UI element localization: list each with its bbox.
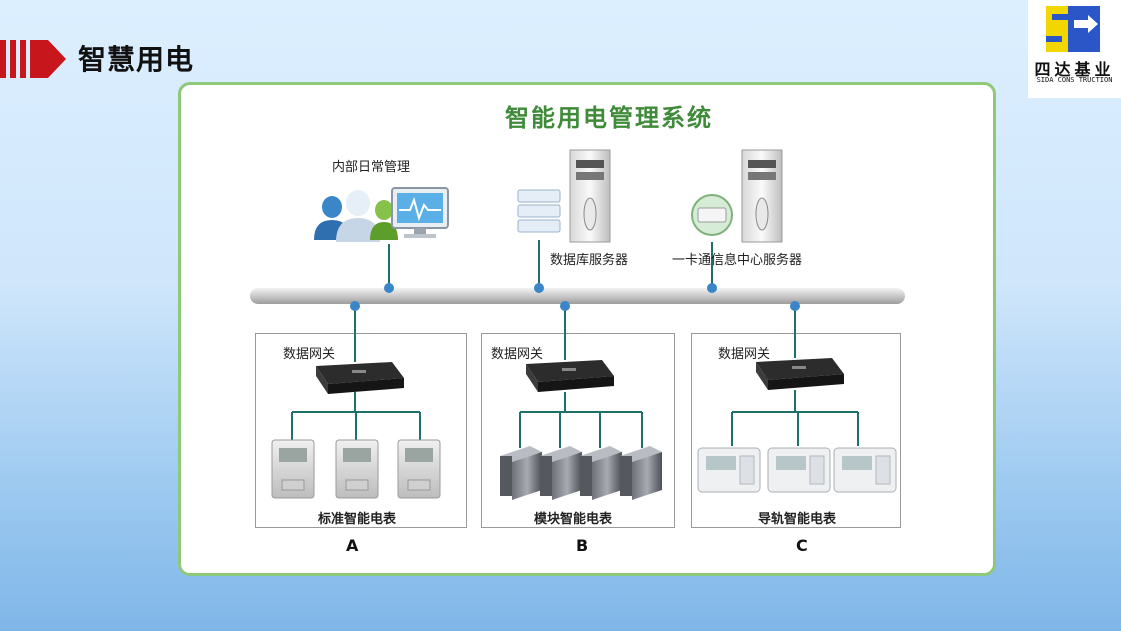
node-label-internal-management: 内部日常管理	[332, 160, 411, 175]
group-box-c	[691, 333, 901, 528]
page-title: 智慧用电	[78, 43, 195, 76]
company-logo: 四达基业 SIDA CONS TRUCTION	[1028, 0, 1121, 98]
network-bus	[250, 288, 905, 304]
group-letter-b: B	[576, 536, 589, 555]
gateway-label-c: 数据网关	[718, 347, 771, 362]
gateway-c-icon	[756, 358, 844, 390]
node-label-database-server: 数据库服务器	[550, 253, 629, 268]
card-server-icon	[691, 149, 783, 243]
logo-mark-icon	[1046, 6, 1100, 52]
group-letter-c: C	[796, 536, 808, 555]
database-server-icon	[517, 149, 611, 243]
header-accent-icon	[0, 40, 66, 78]
module-meter-icon	[500, 446, 662, 500]
gateway-label-a: 数据网关	[283, 347, 336, 362]
gateway-b-icon	[526, 360, 614, 392]
meter-label-a: 标准智能电表	[318, 512, 397, 527]
logo-name: 四达基业	[1034, 60, 1115, 79]
users-monitor-icon	[314, 187, 449, 242]
meter-label-b: 模块智能电表	[534, 512, 613, 527]
logo-subtitle: SIDA CONS TRUCTION	[1036, 76, 1113, 84]
group-letter-a: A	[346, 536, 359, 555]
rail-meter-icon	[697, 447, 897, 493]
gateway-a-icon	[316, 362, 404, 394]
gateway-label-b: 数据网关	[491, 347, 544, 362]
diagram-title: 智能用电管理系统	[505, 104, 713, 132]
meter-label-c: 导轨智能电表	[758, 512, 837, 527]
standard-meter-icon	[271, 439, 441, 499]
node-label-card-server: 一卡通信息中心服务器	[672, 253, 803, 268]
